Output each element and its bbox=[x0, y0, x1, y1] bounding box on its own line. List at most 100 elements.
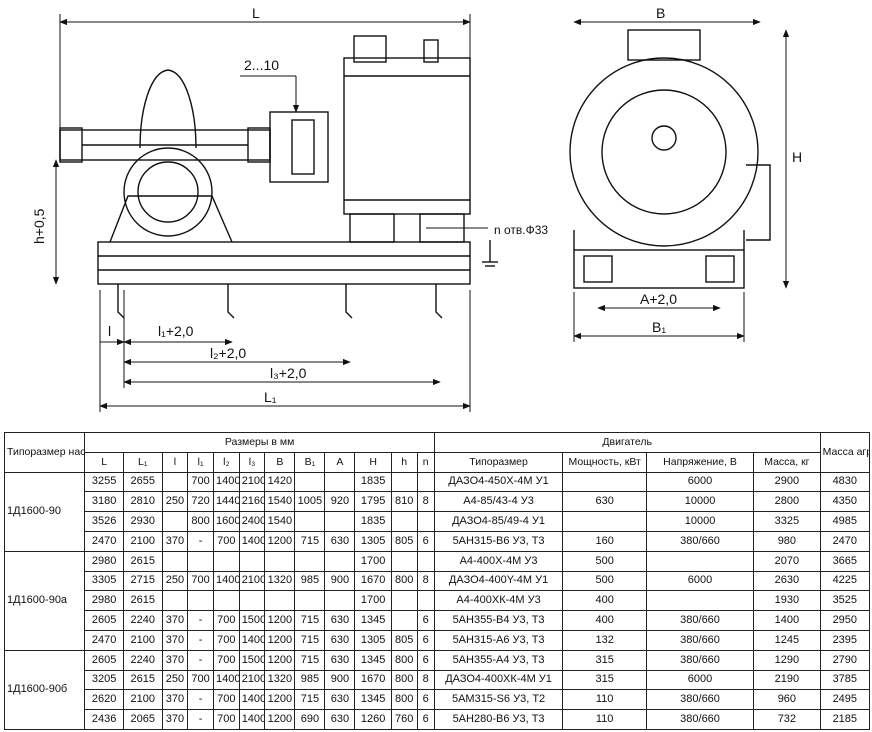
cell-a: 630 bbox=[324, 709, 356, 730]
cell-l3: 2400 bbox=[238, 511, 266, 532]
cell-l: 370 bbox=[161, 709, 189, 730]
cell-h bbox=[390, 610, 418, 631]
cell-l2: 700 bbox=[212, 689, 240, 711]
dim-B1-label: B₁ bbox=[652, 319, 666, 335]
cell-l1: - bbox=[187, 709, 214, 730]
cell-l2: 1400 bbox=[212, 669, 240, 691]
cell-h: 1345 bbox=[354, 689, 392, 711]
cell-h: 810 bbox=[390, 491, 418, 513]
cell-h: 805 bbox=[390, 629, 418, 651]
cell-type: 5АН355-В4 У3, Т3 bbox=[433, 610, 564, 631]
cell-power: 630 bbox=[562, 491, 647, 513]
cell-b1: 715 bbox=[294, 689, 326, 711]
cell-power bbox=[562, 471, 647, 493]
cell-l: 3205 bbox=[84, 669, 124, 691]
cell-b1: 1005 bbox=[294, 491, 326, 513]
header-col: l₁ bbox=[187, 451, 214, 473]
cell-h: 1345 bbox=[354, 649, 392, 671]
cell-l2: 700 bbox=[212, 709, 240, 730]
cell-h: 1700 bbox=[354, 590, 392, 612]
cell-type: ДАЗО4-400ХК-4М У1 bbox=[433, 669, 564, 691]
cell-n bbox=[416, 550, 435, 572]
dim-l-label: l bbox=[108, 323, 111, 339]
cell-l1: 800 bbox=[187, 511, 214, 532]
cell-l2 bbox=[212, 590, 240, 612]
cell-l1: - bbox=[187, 610, 214, 631]
cell-l: 370 bbox=[161, 689, 189, 711]
cell-l2: 1440 bbox=[212, 491, 240, 513]
cell-power: 400 bbox=[562, 610, 647, 631]
cell-l2: 700 bbox=[212, 530, 240, 552]
cell-type: ДАЗО4-450Х-4М У1 bbox=[433, 471, 564, 493]
cell-power: 160 bbox=[562, 530, 647, 552]
cell-emass: 2800 bbox=[753, 491, 821, 513]
dim-h-label: h+0,5 bbox=[31, 208, 47, 244]
pump-name: 1Д1600-90б bbox=[3, 649, 86, 731]
cell-l: 2605 bbox=[84, 649, 124, 671]
cell-voltage: 380/660 bbox=[645, 709, 755, 730]
cell-mass: 2790 bbox=[819, 649, 871, 671]
header-col: l₂ bbox=[212, 451, 240, 473]
cell-l1: - bbox=[187, 689, 214, 711]
header-col: B₁ bbox=[294, 451, 326, 473]
header-pump: Типоразмер насоса bbox=[3, 432, 86, 473]
cell-n: 6 bbox=[416, 689, 435, 711]
cell-l: 2470 bbox=[84, 629, 124, 651]
cell-emass: 732 bbox=[753, 709, 821, 730]
cell-voltage: 10000 bbox=[645, 491, 755, 513]
dim-l2-label: l₂+2,0 bbox=[210, 345, 246, 361]
cell-h: 805 bbox=[390, 530, 418, 552]
cell-mass: 3665 bbox=[819, 550, 871, 572]
cell-b bbox=[264, 590, 296, 612]
cell-power: 400 bbox=[562, 590, 647, 612]
cell-power: 500 bbox=[562, 570, 647, 592]
cell-l3: 1400 bbox=[238, 530, 266, 552]
cell-b: 1320 bbox=[264, 570, 296, 592]
cell-b1: 715 bbox=[294, 610, 326, 631]
cell-voltage bbox=[645, 550, 755, 572]
cell-power bbox=[562, 511, 647, 532]
cell-mass: 4830 bbox=[819, 471, 871, 493]
header-engine-col: Мощность, кВт bbox=[562, 451, 647, 473]
cell-a: 630 bbox=[324, 629, 356, 651]
cell-l1: 700 bbox=[187, 471, 214, 493]
cell-h: 1260 bbox=[354, 709, 392, 730]
cell-type: ДАЗО4-400Y-4М У1 bbox=[433, 570, 564, 592]
cell-voltage: 10000 bbox=[645, 511, 755, 532]
cell-b1: 985 bbox=[294, 669, 326, 691]
header-col: A bbox=[324, 451, 356, 473]
cell-voltage: 6000 bbox=[645, 570, 755, 592]
dim-H-label: H bbox=[792, 149, 802, 165]
cell-b1: 985 bbox=[294, 570, 326, 592]
cell-type: А4-85/43-4 У3 bbox=[433, 491, 564, 513]
cell-l2: 1600 bbox=[212, 511, 240, 532]
header-col: L₁ bbox=[122, 451, 163, 473]
cell-type: 5АМ315-S6 У3, Т2 bbox=[433, 689, 564, 711]
cell-emass: 960 bbox=[753, 689, 821, 711]
cell-l3: 1400 bbox=[238, 689, 266, 711]
cell-l: 2436 bbox=[84, 709, 124, 730]
cell-l1: 2240 bbox=[122, 610, 163, 631]
header-col: n bbox=[416, 451, 435, 473]
cell-l1: 2065 bbox=[122, 709, 163, 730]
cell-l1: - bbox=[187, 649, 214, 671]
cell-l1: 2240 bbox=[122, 649, 163, 671]
cell-mass: 2470 bbox=[819, 530, 871, 552]
dim-L1-label: L₁ bbox=[264, 389, 277, 405]
cell-b: 1420 bbox=[264, 471, 296, 493]
cell-l1: 2655 bbox=[122, 471, 163, 493]
cell-type: А4-400ХК-4М У3 bbox=[433, 590, 564, 612]
header-col: l bbox=[161, 451, 189, 473]
cell-type: ДАЗО4-85/49-4 У1 bbox=[433, 511, 564, 532]
cell-l bbox=[161, 471, 189, 493]
cell-l3 bbox=[238, 550, 266, 572]
